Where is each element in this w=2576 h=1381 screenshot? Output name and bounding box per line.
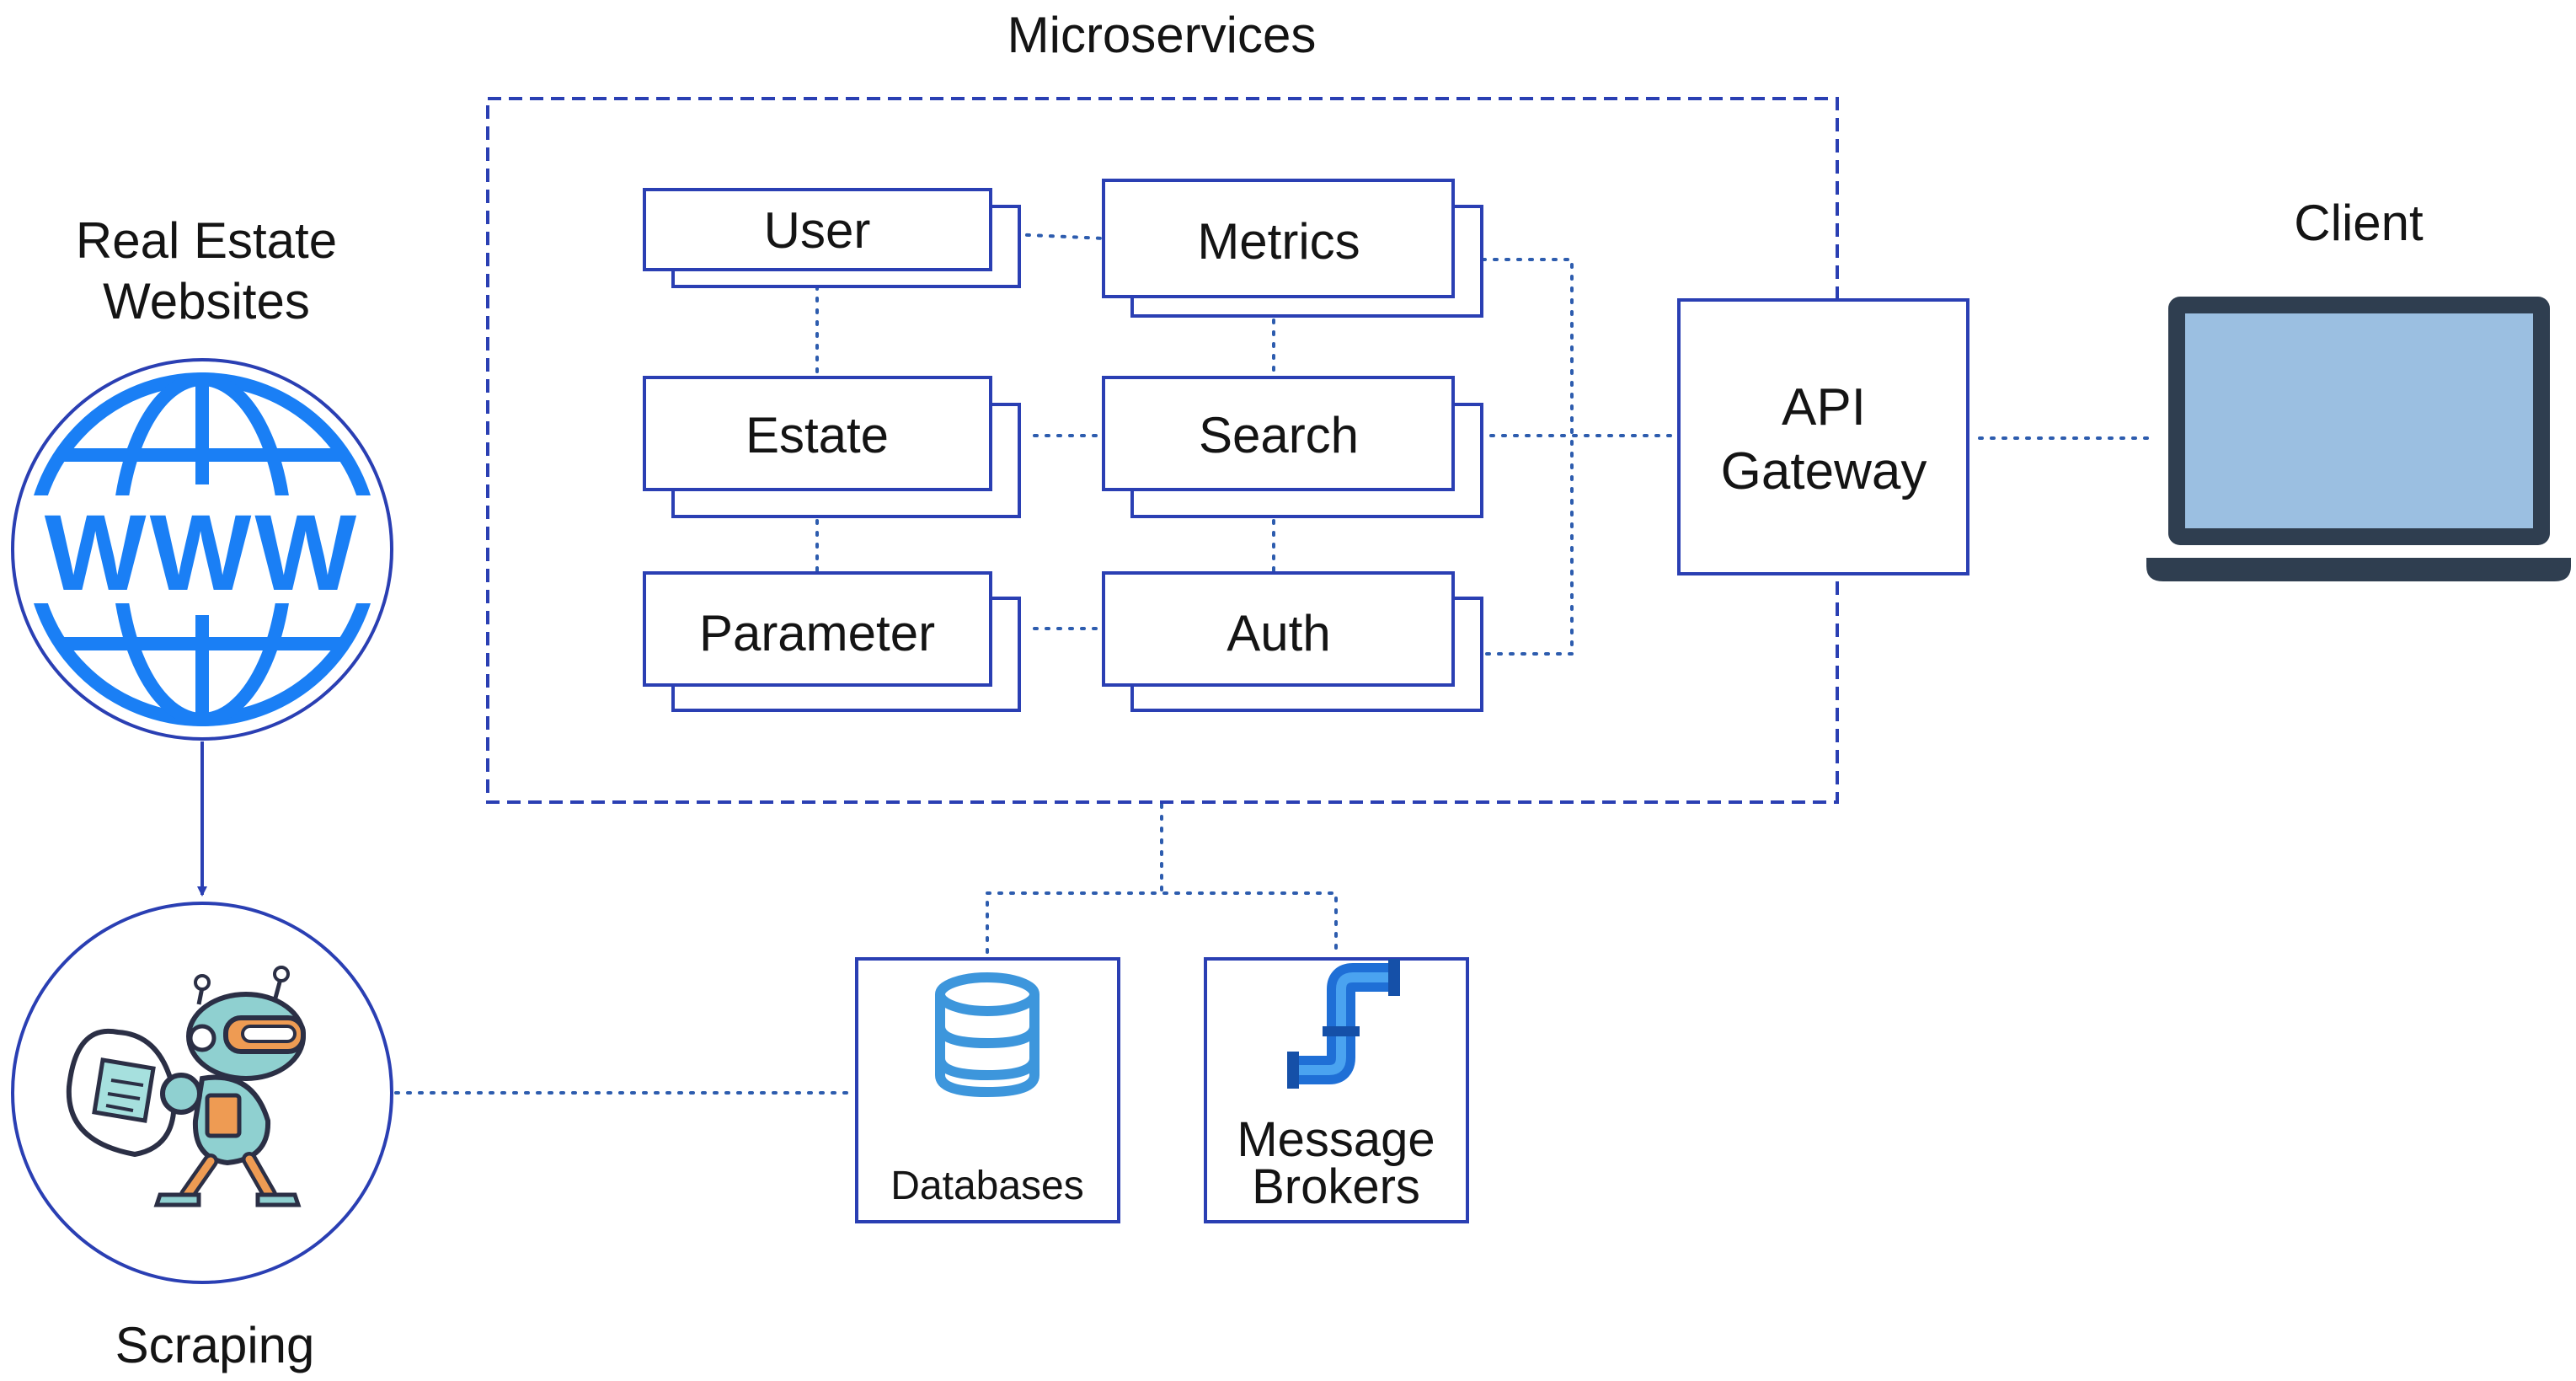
message-brokers-node[interactable]: Message Brokers (1204, 957, 1469, 1223)
connector-storage-split (986, 891, 1338, 954)
microservices-title: Microservices (1007, 7, 1317, 63)
gateway-label-line-2: Gateway (1721, 442, 1927, 500)
service-parameter[interactable]: Parameter (643, 571, 1021, 712)
databases-node[interactable]: Databases (855, 957, 1120, 1223)
service-label: Metrics (1197, 213, 1360, 270)
www-text: WWW (45, 493, 360, 613)
gateway-label-line-1: API (1782, 378, 1866, 436)
globe-www-icon: WWW (11, 358, 393, 741)
laptop-icon (2146, 297, 2571, 581)
service-auth[interactable]: Auth (1102, 571, 1483, 712)
service-label: Auth (1227, 605, 1330, 661)
scraper-robot-icon (66, 966, 306, 1207)
service-label: Search (1199, 407, 1359, 463)
brokers-label-line-1: Message (1237, 1112, 1435, 1167)
sources-title-line-1: Real Estate (76, 212, 337, 269)
service-metrics[interactable]: Metrics (1102, 179, 1483, 318)
sources-title-line-2: Websites (103, 273, 310, 329)
service-label: User (764, 202, 871, 259)
connectors (394, 232, 2150, 1095)
pipe-icon (1287, 959, 1400, 1089)
client-label: Client (2294, 195, 2424, 251)
scraping-node[interactable] (11, 902, 393, 1284)
scraping-label: Scraping (115, 1317, 315, 1373)
connector-metrics-bus (1481, 258, 1574, 656)
microservices-container (486, 97, 1839, 804)
service-label: Estate (746, 407, 889, 463)
brokers-label-line-2: Brokers (1252, 1159, 1420, 1214)
databases-label: Databases (890, 1164, 1083, 1208)
service-label: Parameter (699, 605, 935, 661)
service-estate[interactable]: Estate (643, 376, 1021, 518)
service-search[interactable]: Search (1102, 376, 1483, 518)
service-user[interactable]: User (643, 188, 1021, 288)
connector-user-metrics (990, 232, 1105, 240)
api-gateway[interactable]: API Gateway (1677, 298, 1969, 575)
database-icon (935, 972, 1039, 1098)
